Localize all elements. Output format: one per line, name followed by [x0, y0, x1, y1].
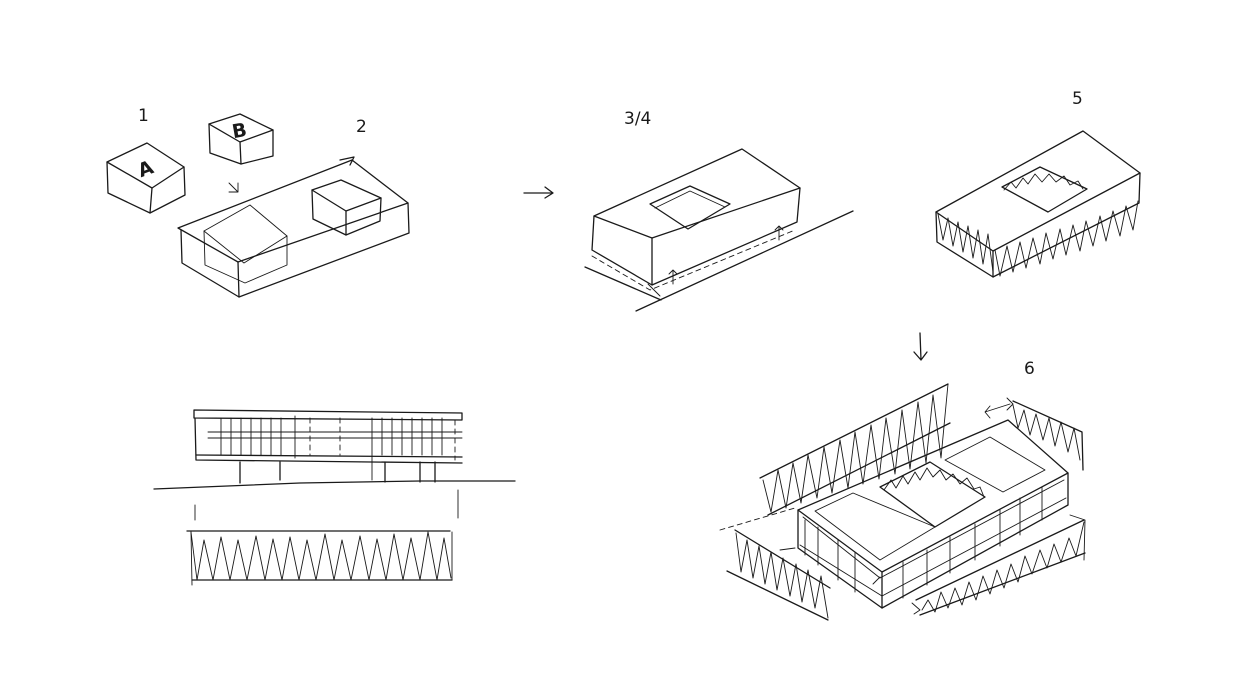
elevation-hedge — [190, 531, 452, 581]
sketch-step-5-hedge: 5 — [935, 89, 1141, 278]
arrow-right — [523, 186, 554, 199]
cube-a: A — [106, 142, 186, 214]
hedge-left-wall — [937, 213, 994, 273]
label-step-3-4: 3/4 — [624, 109, 651, 129]
label-step-1: 1 — [138, 106, 149, 126]
sketch-elevation — [153, 409, 516, 586]
sketch-step-2-slab: 2 — [177, 117, 410, 298]
arrow-down — [913, 332, 928, 361]
cube-a-letter: A — [135, 156, 157, 182]
sketch-step-1-volumes: 1 A B — [106, 106, 274, 214]
label-step-2: 2 — [356, 117, 367, 137]
small-arrow — [228, 182, 239, 193]
label-step-6: 6 — [1024, 359, 1035, 379]
cube-b-letter: B — [230, 119, 248, 143]
sketch-step-6-final: 6 — [719, 359, 1086, 621]
courtyard-hedge — [1003, 173, 1084, 191]
label-step-5: 5 — [1072, 89, 1083, 109]
sketch-step-3-4-courtyard: 3/4 — [584, 109, 854, 312]
cube-b: B — [208, 113, 274, 165]
